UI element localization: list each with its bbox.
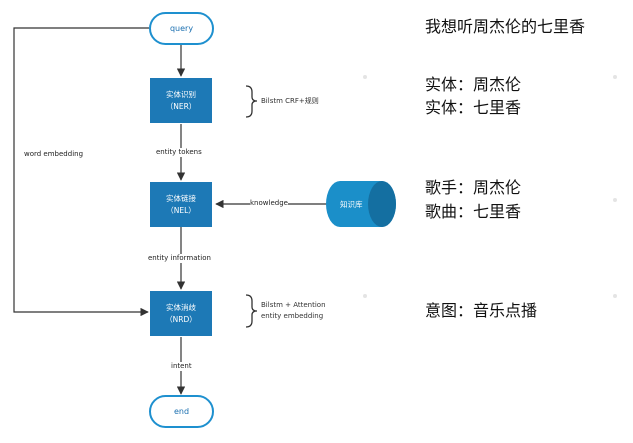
edge-label-knowledge: knowledge [250,199,288,208]
edge-label-entity-tokens: entity tokens [156,148,202,157]
end-node: end [149,395,214,428]
nel-box: 实体链接 （NEL） [150,182,212,227]
example-entity-1: 实体：周杰伦 [425,75,522,94]
nel-title: 实体链接 [166,193,196,203]
example-singer: 歌手：周杰伦 [425,178,522,197]
example-query: 我想听周杰伦的七里香 [425,17,586,36]
example-entity-2: 实体：七里香 [425,98,522,117]
ner-abbr: （NER） [165,101,197,111]
nrd-abbr: （NRD） [165,314,197,324]
ner-title: 实体识别 [166,89,196,99]
arrow-word-embedding [13,27,149,317]
ner-box: 实体识别 （NER） [150,78,212,123]
nrd-method-note-2: entity embedding [261,312,324,320]
nel-abbr: （NEL） [166,205,196,215]
brace-ner [245,85,258,118]
nrd-box: 实体消歧 （NRD） [150,291,212,336]
nrd-title: 实体消歧 [166,302,196,312]
query-node: query [149,12,214,45]
ner-method-note: Bilstm CRF+规则 [261,97,319,105]
example-song: 歌曲：七里香 [425,202,522,221]
brace-nrd [245,294,258,328]
example-intent: 意图：音乐点播 [425,301,538,320]
edge-label-intent: intent [171,362,192,371]
knowledge-base-label: 知识库 [340,200,363,209]
nrd-method-note-1: Bilstm + Attention [261,301,326,309]
edge-label-word-embedding: word embedding [24,150,84,159]
database-icon [326,181,396,227]
edge-label-entity-information: entity information [148,254,211,263]
